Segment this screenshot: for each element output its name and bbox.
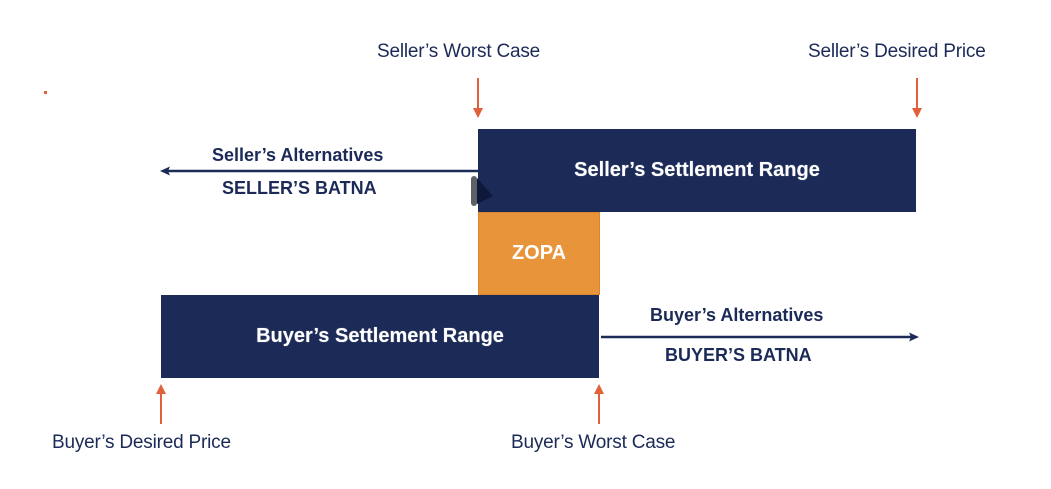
- seller-alternatives-label: Seller’s Alternatives: [212, 145, 384, 165]
- pointer-icon: [477, 178, 493, 204]
- resize-handle: [471, 176, 477, 206]
- buyer-settlement-range-bar: Buyer’s Settlement Range: [161, 295, 599, 378]
- seller-settlement-range-bar: Seller’s Settlement Range: [478, 129, 916, 212]
- buyer-worst-case-arrow-icon: [594, 384, 604, 424]
- buyer-desired-price-arrow-icon: [156, 384, 166, 424]
- seller-batna-label: SELLER’S BATNA: [222, 178, 377, 198]
- buyer-alternatives-arrow-icon: [601, 332, 919, 342]
- seller-desired-price-label: Seller’s Desired Price: [808, 41, 986, 62]
- seller-desired-price-arrow-icon: [912, 78, 922, 118]
- zopa-label: ZOPA: [511, 242, 567, 264]
- buyer-alternatives-label: Buyer’s Alternatives: [650, 305, 824, 325]
- seller-settlement-range-label: Seller’s Settlement Range: [574, 159, 820, 181]
- seller-worst-case-arrow-icon: [473, 78, 483, 118]
- seller-alternatives-arrow-icon: [160, 166, 478, 176]
- zopa-box: ZOPA: [478, 212, 600, 295]
- buyer-desired-price-label: Buyer’s Desired Price: [52, 432, 231, 453]
- seller-worst-case-label: Seller’s Worst Case: [377, 41, 541, 62]
- buyer-batna-label: BUYER’S BATNA: [665, 345, 812, 365]
- decorative-dot: [44, 91, 47, 94]
- buyer-worst-case-label: Buyer’s Worst Case: [511, 432, 676, 453]
- buyer-settlement-range-label: Buyer’s Settlement Range: [256, 325, 504, 347]
